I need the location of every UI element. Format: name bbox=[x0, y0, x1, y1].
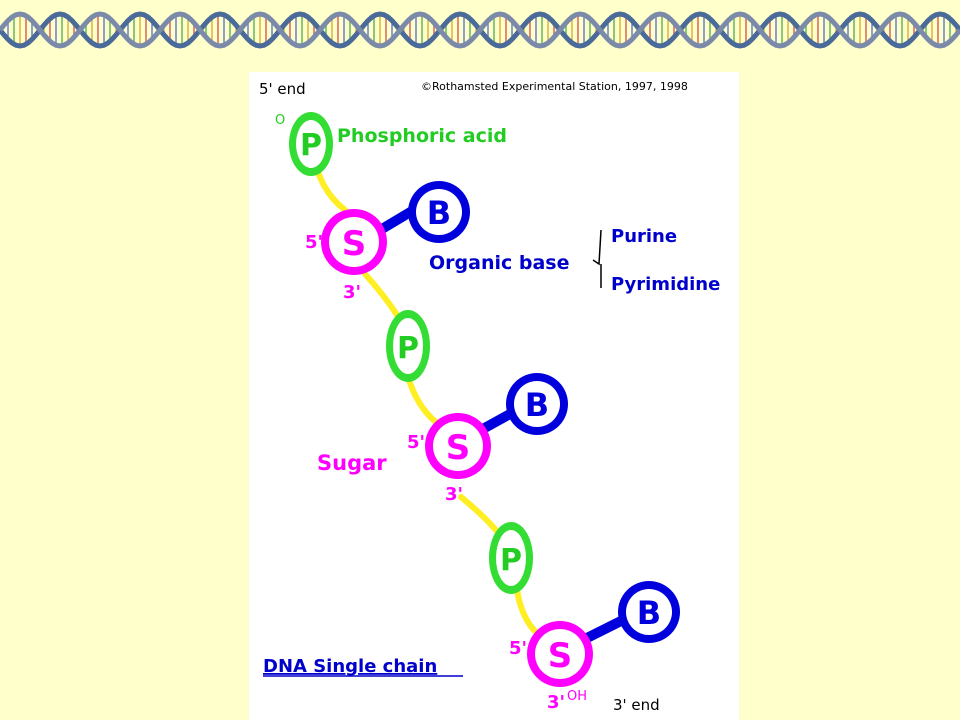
base-type-bracket bbox=[592, 229, 602, 288]
base-bond bbox=[580, 615, 626, 645]
copyright-notice: ©Rothamsted Experimental Station, 1997, … bbox=[421, 80, 688, 93]
dna-banner bbox=[0, 11, 960, 49]
five-prime-label: 5' bbox=[509, 638, 527, 659]
five-prime-label: 5' bbox=[305, 232, 323, 253]
phosphate-node: P bbox=[386, 310, 430, 382]
sugar-node: S bbox=[527, 621, 593, 687]
base-node: B bbox=[506, 373, 568, 435]
three-prime-label: 3' bbox=[445, 484, 463, 505]
terminal-hydroxyl-label: OH bbox=[567, 689, 587, 704]
pyrimidine-label: Pyrimidine bbox=[611, 274, 720, 295]
terminal-oxygen-label: O bbox=[275, 113, 285, 128]
five-prime-end-label: 5' end bbox=[259, 80, 306, 98]
three-prime-end-label: 3' end bbox=[613, 696, 660, 714]
base-symbol: B bbox=[637, 594, 661, 632]
sugar-symbol: S bbox=[342, 224, 367, 264]
phosphate-node: P bbox=[489, 522, 533, 594]
dna-chain-figure: 5' end ©Rothamsted Experimental Station,… bbox=[249, 72, 739, 720]
base-symbol: B bbox=[427, 194, 451, 232]
dna-single-chain-title: DNA Single chain bbox=[263, 656, 437, 677]
sugar-symbol: S bbox=[548, 636, 573, 676]
sugar-symbol: S bbox=[446, 428, 471, 468]
phosphate-symbol: P bbox=[397, 331, 419, 366]
sugar-node: S bbox=[425, 413, 491, 479]
three-prime-label: 3' bbox=[547, 692, 565, 713]
base-symbol: B bbox=[525, 386, 549, 424]
base-node: B bbox=[408, 181, 470, 243]
three-prime-label: 3' bbox=[343, 282, 361, 303]
backbone-strand bbox=[310, 149, 552, 645]
purine-label: Purine bbox=[611, 226, 677, 247]
base-node: B bbox=[618, 581, 680, 643]
sugar-label: Sugar bbox=[317, 451, 387, 475]
five-prime-label: 5' bbox=[407, 432, 425, 453]
phosphoric-acid-label: Phosphoric acid bbox=[337, 125, 507, 147]
dna-helix-icon bbox=[0, 11, 960, 49]
organic-base-label: Organic base bbox=[429, 252, 569, 274]
phosphate-node: P bbox=[289, 112, 333, 176]
phosphate-symbol: P bbox=[300, 128, 322, 163]
sugar-node: S bbox=[321, 209, 387, 275]
phosphate-symbol: P bbox=[500, 543, 522, 578]
